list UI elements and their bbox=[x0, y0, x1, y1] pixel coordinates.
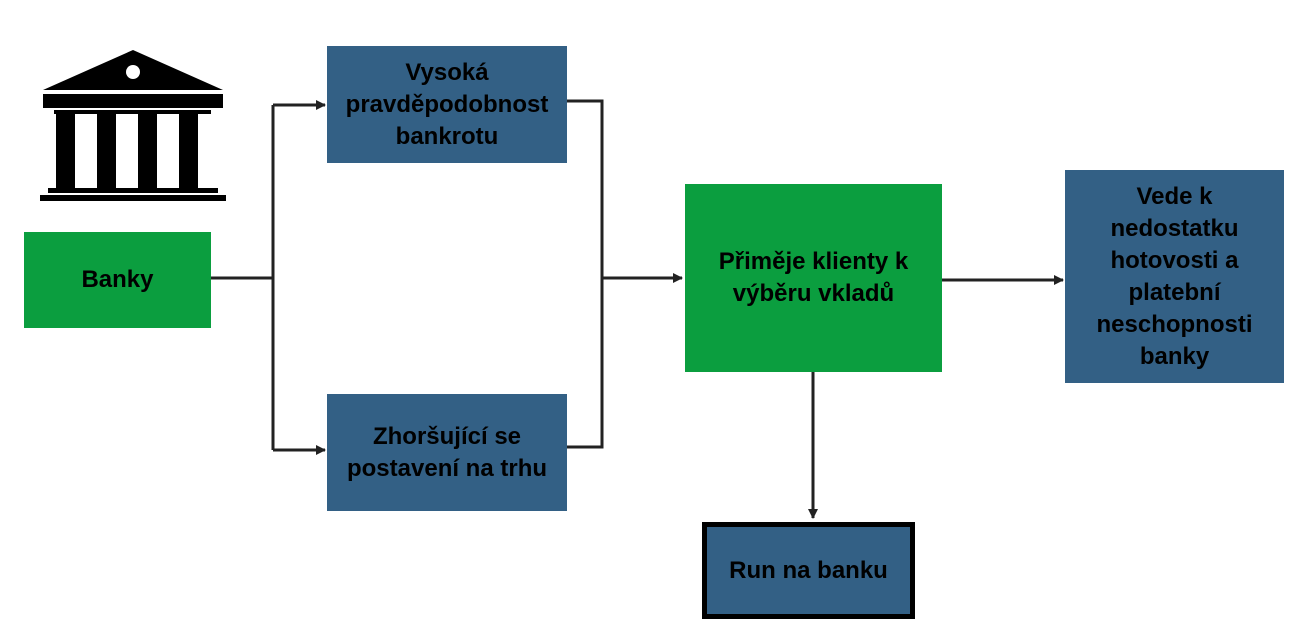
edge-from-high-bankruptcy bbox=[567, 99, 604, 278]
node-banks-label: Banky bbox=[81, 266, 154, 293]
node-bank-run: Run na banku bbox=[702, 522, 915, 619]
node-high-bankruptcy-label: Vysoká pravděpodobnost bankrotu bbox=[345, 58, 549, 150]
node-worsening-position: Zhoršující se postavení na trhu bbox=[327, 394, 567, 511]
node-banks: Banky bbox=[24, 232, 211, 328]
edge-from-worsening-position bbox=[567, 278, 604, 449]
node-worsening-position-label: Zhoršující se postavení na trhu bbox=[346, 422, 548, 482]
node-cash-shortage: Vede k nedostatku hotovosti a platební n… bbox=[1065, 170, 1284, 383]
node-cash-shortage-label: Vede k nedostatku hotovosti a platební n… bbox=[1096, 182, 1253, 370]
bank-building-icon bbox=[40, 50, 226, 201]
node-high-bankruptcy: Vysoká pravděpodobnost bankrotu bbox=[327, 46, 567, 163]
node-withdrawals: Přiměje klienty k výběru vkladů bbox=[685, 184, 942, 372]
node-bank-run-label: Run na banku bbox=[729, 556, 888, 584]
node-withdrawals-label: Přiměje klienty k výběru vkladů bbox=[718, 248, 909, 307]
